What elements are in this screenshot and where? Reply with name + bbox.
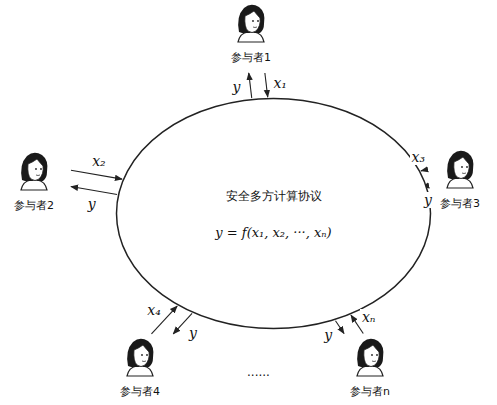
participant-label: 参与者2 xyxy=(0,198,68,213)
ellipse-outline xyxy=(115,97,432,330)
output-arrow xyxy=(249,73,252,98)
output-arrow xyxy=(335,321,344,334)
participant: 参与者3 xyxy=(425,148,495,218)
participant-label: 参与者n xyxy=(335,384,405,399)
participant-label: 参与者4 xyxy=(105,384,175,399)
participant: 参与者1 xyxy=(217,2,285,70)
edge-label: y xyxy=(422,192,434,208)
edge-label: xₙ xyxy=(360,309,378,325)
person-icon xyxy=(234,2,268,44)
participant-label: 参与者1 xyxy=(217,50,285,65)
participant-label: 参与者3 xyxy=(425,196,495,211)
edge-label: x₂ xyxy=(90,153,108,169)
input-arrow xyxy=(421,170,422,171)
ellipsis-note: ...... xyxy=(247,365,270,379)
protocol-title: 安全多方计算协议 xyxy=(226,188,322,205)
person-icon xyxy=(353,336,387,378)
edge-label: x₁ xyxy=(271,75,289,91)
edge-label: y xyxy=(86,196,98,212)
output-arrow xyxy=(71,187,117,195)
edge-label: x₄ xyxy=(145,302,163,318)
participant: 参与者n xyxy=(335,336,405,402)
edge-label: y xyxy=(322,327,334,343)
input-arrow xyxy=(71,170,122,179)
protocol-ellipse: 安全多方计算协议 y = f(x₁, x₂, ···, xₙ) xyxy=(115,97,432,330)
participant: 参与者2 xyxy=(0,150,68,220)
person-icon xyxy=(123,336,157,378)
edge-label: y xyxy=(187,325,199,341)
formula: y = f(x₁, x₂, ···, xₙ) xyxy=(215,225,331,240)
person-icon xyxy=(17,150,51,192)
person-icon xyxy=(443,148,477,190)
edge-label: y xyxy=(230,79,242,95)
participant: 参与者4 xyxy=(105,336,175,402)
input-arrow xyxy=(265,73,268,97)
edge-label: x₃ xyxy=(410,149,428,165)
